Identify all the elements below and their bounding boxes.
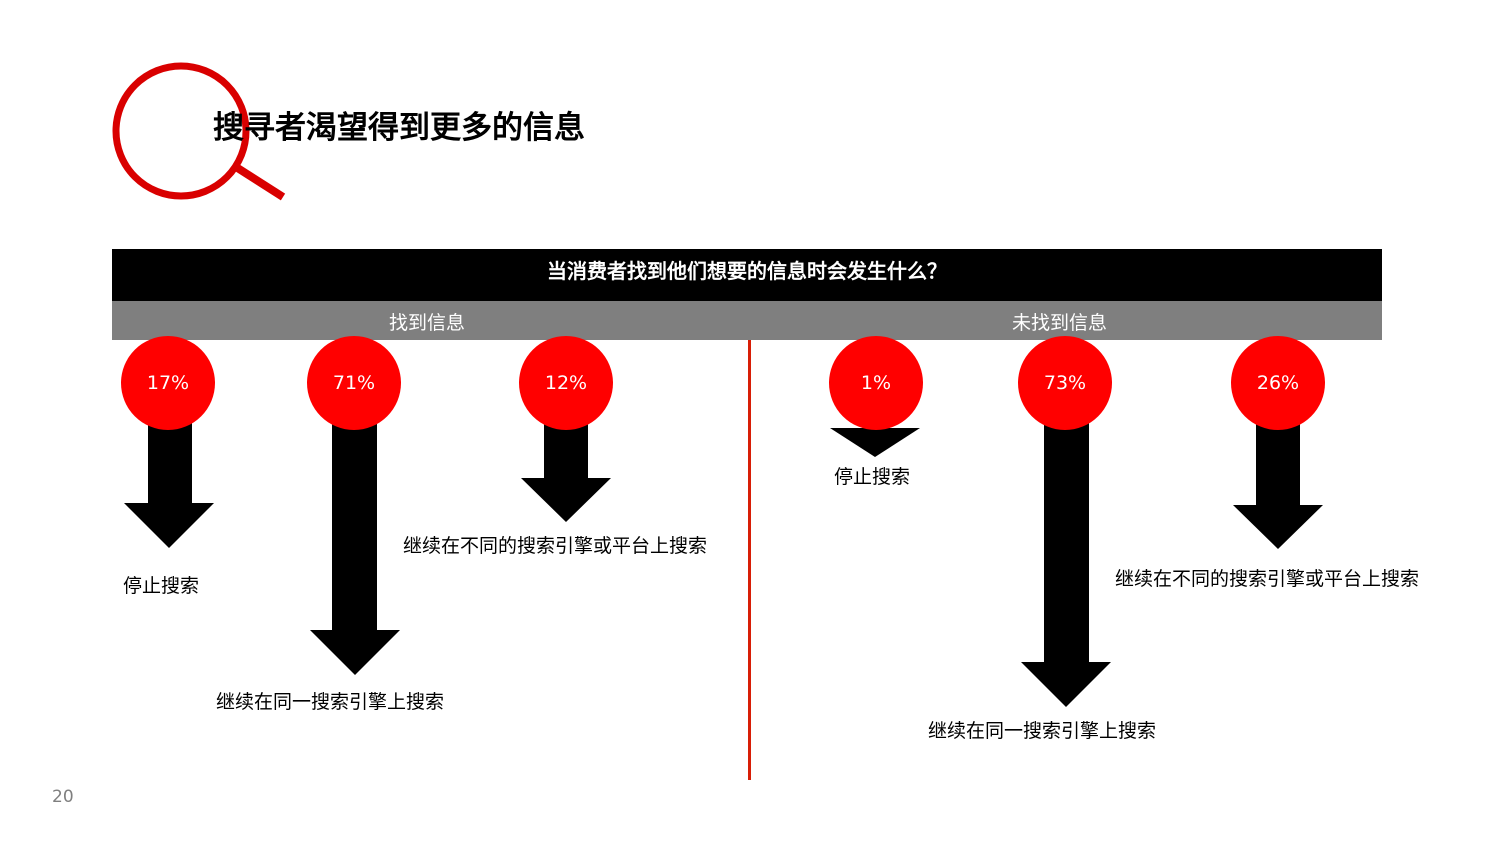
percent-badge: 12% — [519, 336, 613, 430]
percent-badge: 71% — [307, 336, 401, 430]
outcome-label: 继续在同一搜索引擎上搜索 — [928, 720, 1157, 742]
page-number: 20 — [52, 787, 74, 807]
arrow-down-icon — [1233, 420, 1323, 549]
outcome-label: 继续在不同的搜索引擎或平台上搜索 — [403, 535, 708, 557]
question-header: 当消费者找到他们想要的信息时会发生什么？ — [112, 249, 1382, 301]
percent-badge: 17% — [121, 336, 215, 430]
group-header-bar: 找到信息 未找到信息 — [112, 301, 1382, 340]
outcome-label: 继续在不同的搜索引擎或平台上搜索 — [1115, 568, 1420, 590]
arrow-down-icon — [521, 420, 611, 522]
magnifier-icon — [112, 62, 286, 201]
group-not-found-label: 未找到信息 — [1012, 312, 1108, 334]
arrow-down-icon — [830, 428, 920, 457]
arrow-down-icon — [1021, 420, 1111, 707]
page-title: 搜寻者渴望得到更多的信息 — [213, 110, 585, 146]
outcome-label: 停止搜索 — [123, 575, 200, 597]
percent-badge: 1% — [829, 336, 923, 430]
group-divider — [748, 340, 751, 780]
arrow-down-icon — [310, 420, 400, 675]
group-found-label: 找到信息 — [389, 312, 466, 334]
percent-badge: 26% — [1231, 336, 1325, 430]
outcome-label: 继续在同一搜索引擎上搜索 — [216, 691, 445, 713]
percent-badge: 73% — [1018, 336, 1112, 430]
arrow-down-icon — [124, 420, 214, 548]
outcome-label: 停止搜索 — [834, 466, 911, 488]
